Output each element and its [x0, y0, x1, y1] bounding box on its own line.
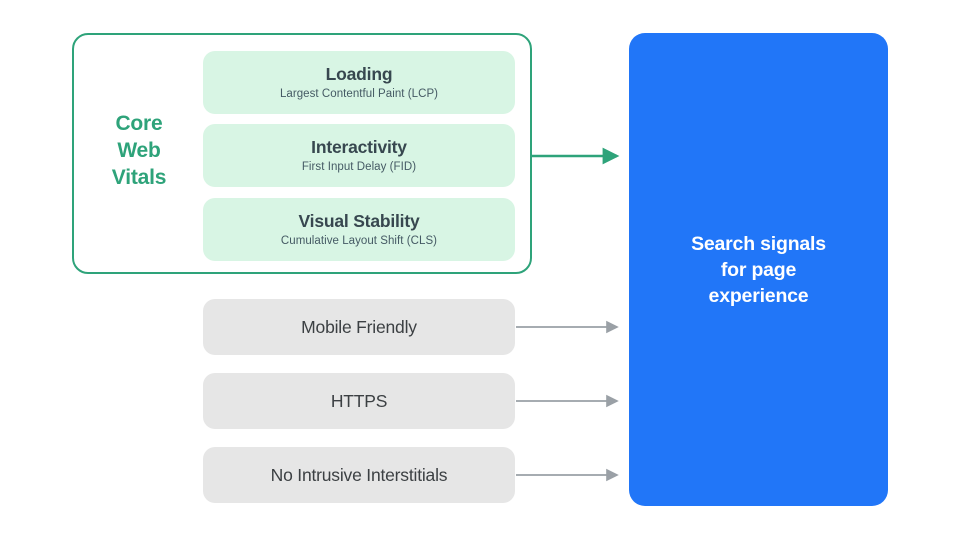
signal-card-mobile-friendly: Mobile Friendly: [203, 299, 515, 355]
signal-card-https: HTTPS: [203, 373, 515, 429]
signal-label-mobile-friendly: Mobile Friendly: [301, 316, 417, 337]
vital-subtitle-interactivity: First Input Delay (FID): [301, 161, 417, 173]
search-signals-box: Search signals for page experience: [629, 33, 888, 506]
vital-subtitle-loading: Largest Contentful Paint (LCP): [279, 88, 439, 100]
vital-subtitle-visual-stability: Cumulative Layout Shift (CLS): [280, 235, 438, 247]
vital-title-visual-stability: Visual Stability: [298, 211, 420, 231]
core-web-vitals-group-label: Core Web Vitals: [111, 112, 167, 189]
vital-title-interactivity: Interactivity: [311, 137, 407, 157]
vital-card-visual-stability: Visual Stability Cumulative Layout Shift…: [203, 198, 515, 261]
signal-label-no-intrusive-interstitials: No Intrusive Interstitials: [270, 464, 448, 485]
vital-title-loading: Loading: [325, 64, 393, 84]
core-web-vitals-group: [72, 33, 532, 274]
signal-label-https: HTTPS: [330, 390, 388, 411]
search-signals-box-label: Search signals for page experience: [691, 232, 826, 307]
vital-card-interactivity: Interactivity First Input Delay (FID): [203, 124, 515, 187]
signal-card-no-intrusive-interstitials: No Intrusive Interstitials: [203, 447, 515, 503]
vital-card-loading: Loading Largest Contentful Paint (LCP): [203, 51, 515, 114]
